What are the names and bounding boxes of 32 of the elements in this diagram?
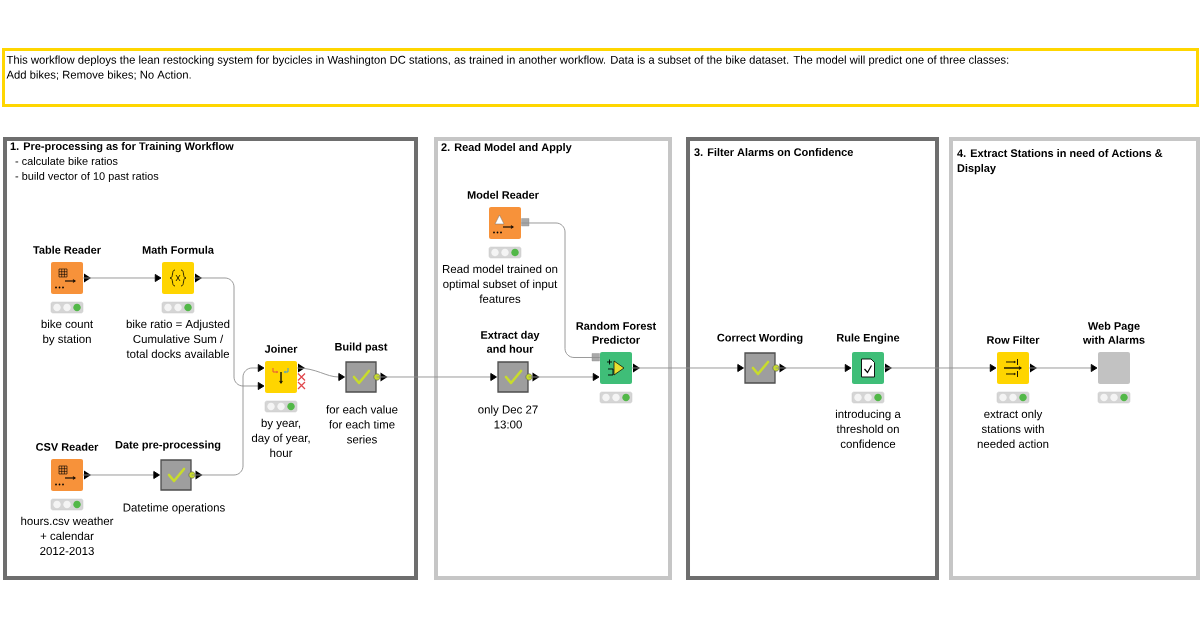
arrow — [82, 471, 160, 479]
node-caption: Read model trained on optimal subset of input features — [443, 264, 558, 303]
node-caption: introducing a threshold on confidence — [835, 409, 901, 448]
arrow — [296, 367, 345, 381]
node-title: Extract day and hour — [481, 330, 540, 353]
arrow — [883, 364, 997, 372]
node-title: CSV Reader — [36, 442, 99, 451]
node-caption: only Dec 27 13:00 — [478, 405, 538, 429]
node-caption: for each value for each time series — [326, 405, 398, 444]
arrow — [82, 274, 162, 282]
node-title: Row Filter — [987, 335, 1040, 344]
node-caption: extract only stations with needed action — [977, 409, 1049, 448]
arrow — [631, 364, 744, 372]
node-title: Table Reader — [33, 245, 101, 254]
arrow — [193, 277, 265, 390]
node-title: Rule Engine — [837, 333, 900, 344]
arrow — [1028, 364, 1098, 372]
node-caption: bike ratio = Adjusted Cumulative Sum / total docks available — [126, 319, 230, 358]
node-title: Correct Wording — [717, 333, 803, 344]
node-title: Build past — [335, 342, 388, 353]
node-title: Random Forest Predictor — [576, 321, 657, 344]
node-title: Joiner — [264, 344, 298, 353]
node-title: Math Formula — [142, 245, 214, 254]
node-title: Web Page with Alarms — [1082, 321, 1145, 344]
node-caption: hours.csv weather + calendar 2012-2013 — [21, 516, 114, 555]
node-title: Model Reader — [467, 190, 539, 199]
note-box: This workflow deploys the lean restocking system for bycicles in Washington DC stations, as trained in another workflow. Data is a subset of the bike dataset. The model will predict one of three classes: Add bikes; Remove bikes; No Action. — [2, 48, 1199, 107]
node-title: Date pre-processing — [115, 440, 221, 451]
connector-line — [520, 222, 601, 358]
node-caption: by year, day of year, hour — [251, 418, 310, 457]
node-caption: Datetime operations — [123, 503, 225, 514]
node-caption: bike count by station — [41, 319, 93, 346]
